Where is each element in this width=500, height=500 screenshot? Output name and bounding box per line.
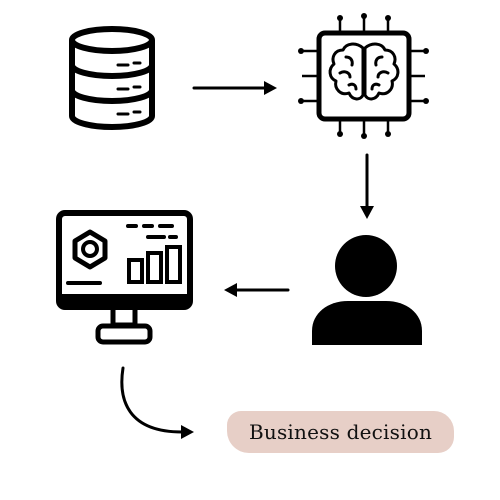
analytics-monitor-icon [56,210,196,350]
arrowhead-dashboard-to-decision [181,425,194,439]
arrowhead-data-to-ai [264,81,277,95]
business-decision-label: Business decision [248,420,433,444]
arrowhead-ai-to-person [360,206,374,219]
arrow-dashboard-to-decision [120,366,184,434]
person-icon [308,233,428,345]
business-decision-box: Business decision [227,411,454,453]
arrowhead-person-to-dashboard [224,283,237,297]
ai-chip-brain-icon [298,13,430,139]
database-icon [66,25,158,131]
